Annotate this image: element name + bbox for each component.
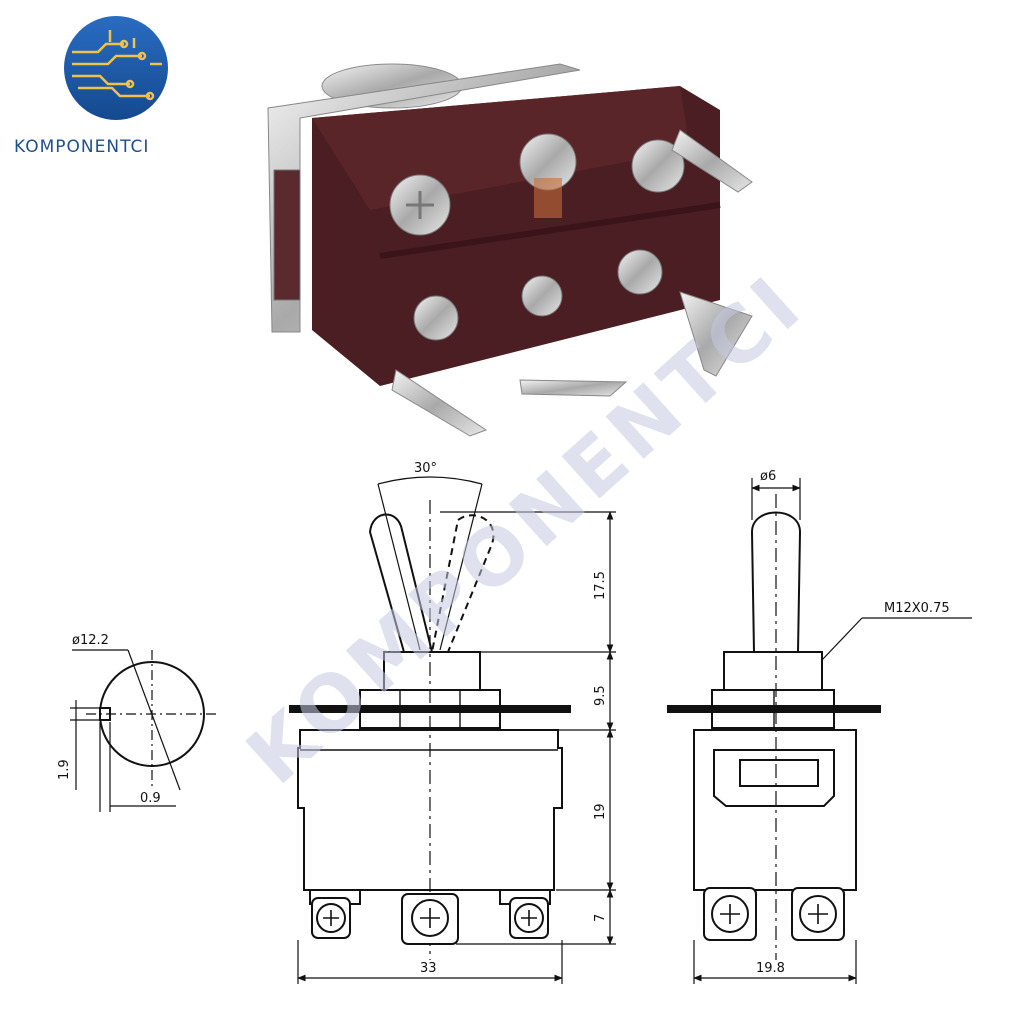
bushing-height-label: 9.5	[593, 685, 608, 706]
switch-photo	[267, 63, 753, 437]
panel-cutout-view	[70, 649, 220, 812]
panel-hole-label: ø12.2	[72, 633, 109, 648]
body-depth-label: 19.8	[756, 961, 785, 976]
terminal-screw-icon	[401, 893, 459, 945]
terminal-height-label: 7	[593, 914, 608, 922]
logo-globe-icon	[64, 16, 168, 120]
technical-drawing	[70, 476, 972, 984]
logo-text: KOMPONENTCI	[14, 137, 149, 157]
thread-spec-label: M12X0.75	[884, 601, 950, 616]
terminal-screw-icon	[311, 897, 351, 939]
terminal-screw	[391, 295, 488, 437]
key-height-label: 1.9	[57, 759, 72, 780]
terminal-screw	[519, 133, 577, 218]
body-height-label: 19	[593, 803, 608, 820]
terminal-screw	[617, 249, 753, 377]
terminal-screw	[631, 129, 753, 193]
terminal-screw-icon	[509, 897, 549, 939]
handle-diameter-label: ø6	[760, 469, 776, 484]
terminal-screw	[389, 174, 451, 236]
circuit-icon	[72, 30, 162, 101]
handle-length-label: 17.5	[593, 571, 608, 600]
side-view	[667, 478, 972, 984]
terminal-screw	[519, 275, 628, 397]
key-width-label: 0.9	[140, 791, 161, 806]
body-width-label: 33	[420, 961, 437, 976]
terminal-screw-icon	[703, 887, 757, 941]
angle-label: 30°	[414, 461, 437, 476]
terminal-screw-icon	[791, 887, 845, 941]
brand-logo: KOMPONENTCI	[14, 16, 168, 157]
front-view	[289, 476, 616, 984]
